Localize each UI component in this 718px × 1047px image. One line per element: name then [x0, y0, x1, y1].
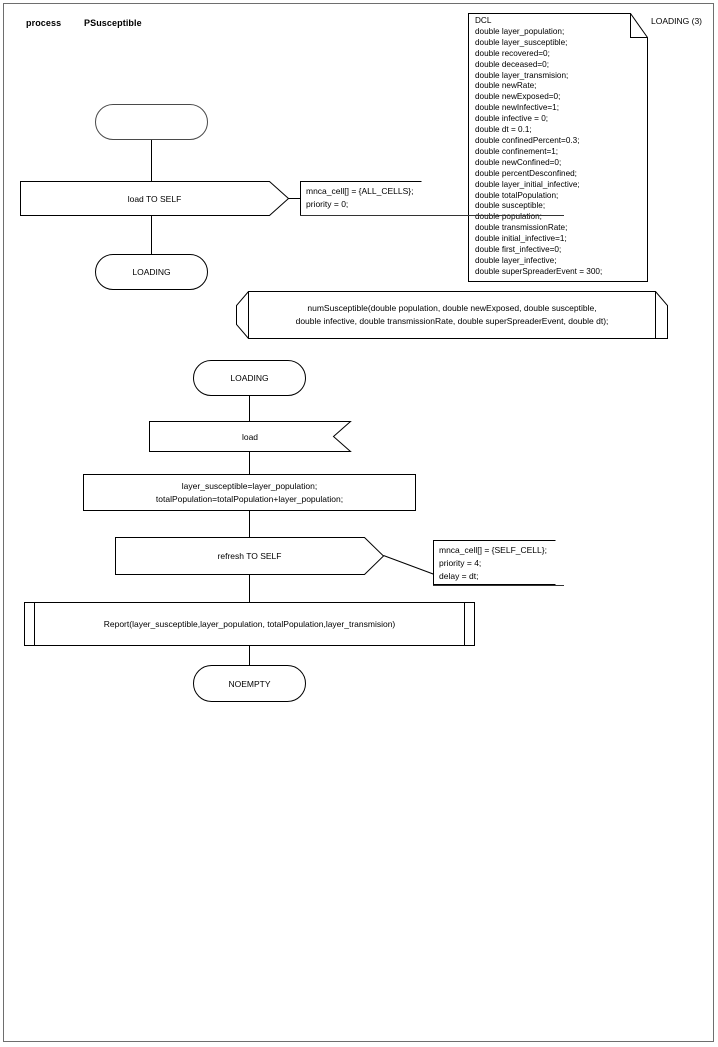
connector-task-to-refresh — [249, 511, 250, 538]
connector-comment-refresh — [383, 555, 435, 575]
output-load-to-self[interactable]: load TO SELF — [20, 181, 290, 216]
connector-output-to-loading1 — [151, 216, 152, 255]
process-name: PSusceptible — [84, 18, 142, 28]
state-loading-1[interactable]: LOADING — [95, 254, 208, 290]
comment-refresh: mnca_cell[] = {SELF_CELL}; priority = 4;… — [433, 540, 556, 585]
task-assignment[interactable]: layer_susceptible=layer_population; tota… — [83, 474, 416, 511]
connector-report-to-noempty — [249, 646, 250, 666]
dcl-note-title: LOADING (3) — [651, 16, 703, 26]
comment-refresh-underline — [433, 585, 564, 586]
state-noempty[interactable]: NOEMPTY — [193, 665, 306, 702]
procedure-numsusceptible[interactable]: numSusceptible(double population, double… — [236, 291, 668, 339]
procedure-report[interactable]: Report(layer_susceptible,layer_populatio… — [24, 602, 475, 646]
connector-loading2-to-input — [249, 396, 250, 422]
comment-load-text: mnca_cell[] = {ALL_CELLS}; priority = 0; — [306, 186, 414, 209]
connector-comment-load — [288, 198, 301, 199]
start-symbol[interactable] — [95, 104, 208, 140]
connector-start-to-output-load — [151, 140, 152, 182]
state-loading-2[interactable]: LOADING — [193, 360, 306, 396]
comment-load-underline — [300, 215, 564, 216]
comment-load: mnca_cell[] = {ALL_CELLS}; priority = 0; — [300, 181, 422, 216]
dcl-declaration-note: DCL double layer_population; double laye… — [468, 13, 648, 282]
comment-refresh-text: mnca_cell[] = {SELF_CELL}; priority = 4;… — [439, 545, 547, 581]
process-keyword: process — [26, 18, 62, 28]
output-refresh-to-self[interactable]: refresh TO SELF — [115, 537, 385, 575]
input-load[interactable]: load — [149, 421, 352, 452]
dcl-note-text: DCL double layer_population; double laye… — [475, 16, 603, 276]
connector-refresh-to-report — [249, 575, 250, 603]
connector-input-to-task — [249, 452, 250, 475]
